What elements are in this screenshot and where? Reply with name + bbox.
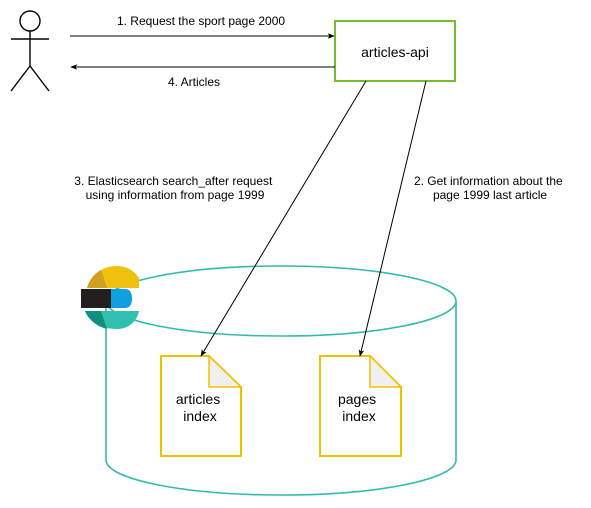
user-icon <box>10 10 50 92</box>
articles-index-label-line2: index <box>183 408 216 424</box>
search-after-label-line1: 3. Elasticsearch search_after request <box>74 174 273 188</box>
articles-response-label: 4. Articles <box>168 75 220 89</box>
get-info-label-line1: 2. Get information about the <box>414 174 563 188</box>
svg-text:articles index: articles index <box>176 391 224 424</box>
database-cylinder-icon <box>105 265 457 496</box>
get-info-arrow <box>358 80 427 357</box>
articles-index-label-line1: articles <box>176 391 220 407</box>
search-after-arrow <box>200 80 367 357</box>
pages-index-document-icon: pages index <box>319 354 403 457</box>
articles-api-node: articles-api <box>334 20 456 82</box>
request-label: 1. Request the sport page 2000 <box>117 14 285 28</box>
get-info-label-line2: page 1999 last article <box>433 188 547 202</box>
svg-text:3. Elasticsearch search_after: 3. Elasticsearch search_after request us… <box>74 174 275 202</box>
pages-index-label-line2: index <box>342 408 375 424</box>
articles-api-label: articles-api <box>361 44 429 60</box>
svg-text:pages index: pages index <box>338 391 380 424</box>
pages-index-label-line1: pages <box>338 391 376 407</box>
search-after-label-line2: using information from page 1999 <box>86 188 265 202</box>
svg-text:2. Get information about the: 2. Get information about the page 1999 l… <box>414 174 566 202</box>
elasticsearch-logo-icon <box>81 266 139 329</box>
